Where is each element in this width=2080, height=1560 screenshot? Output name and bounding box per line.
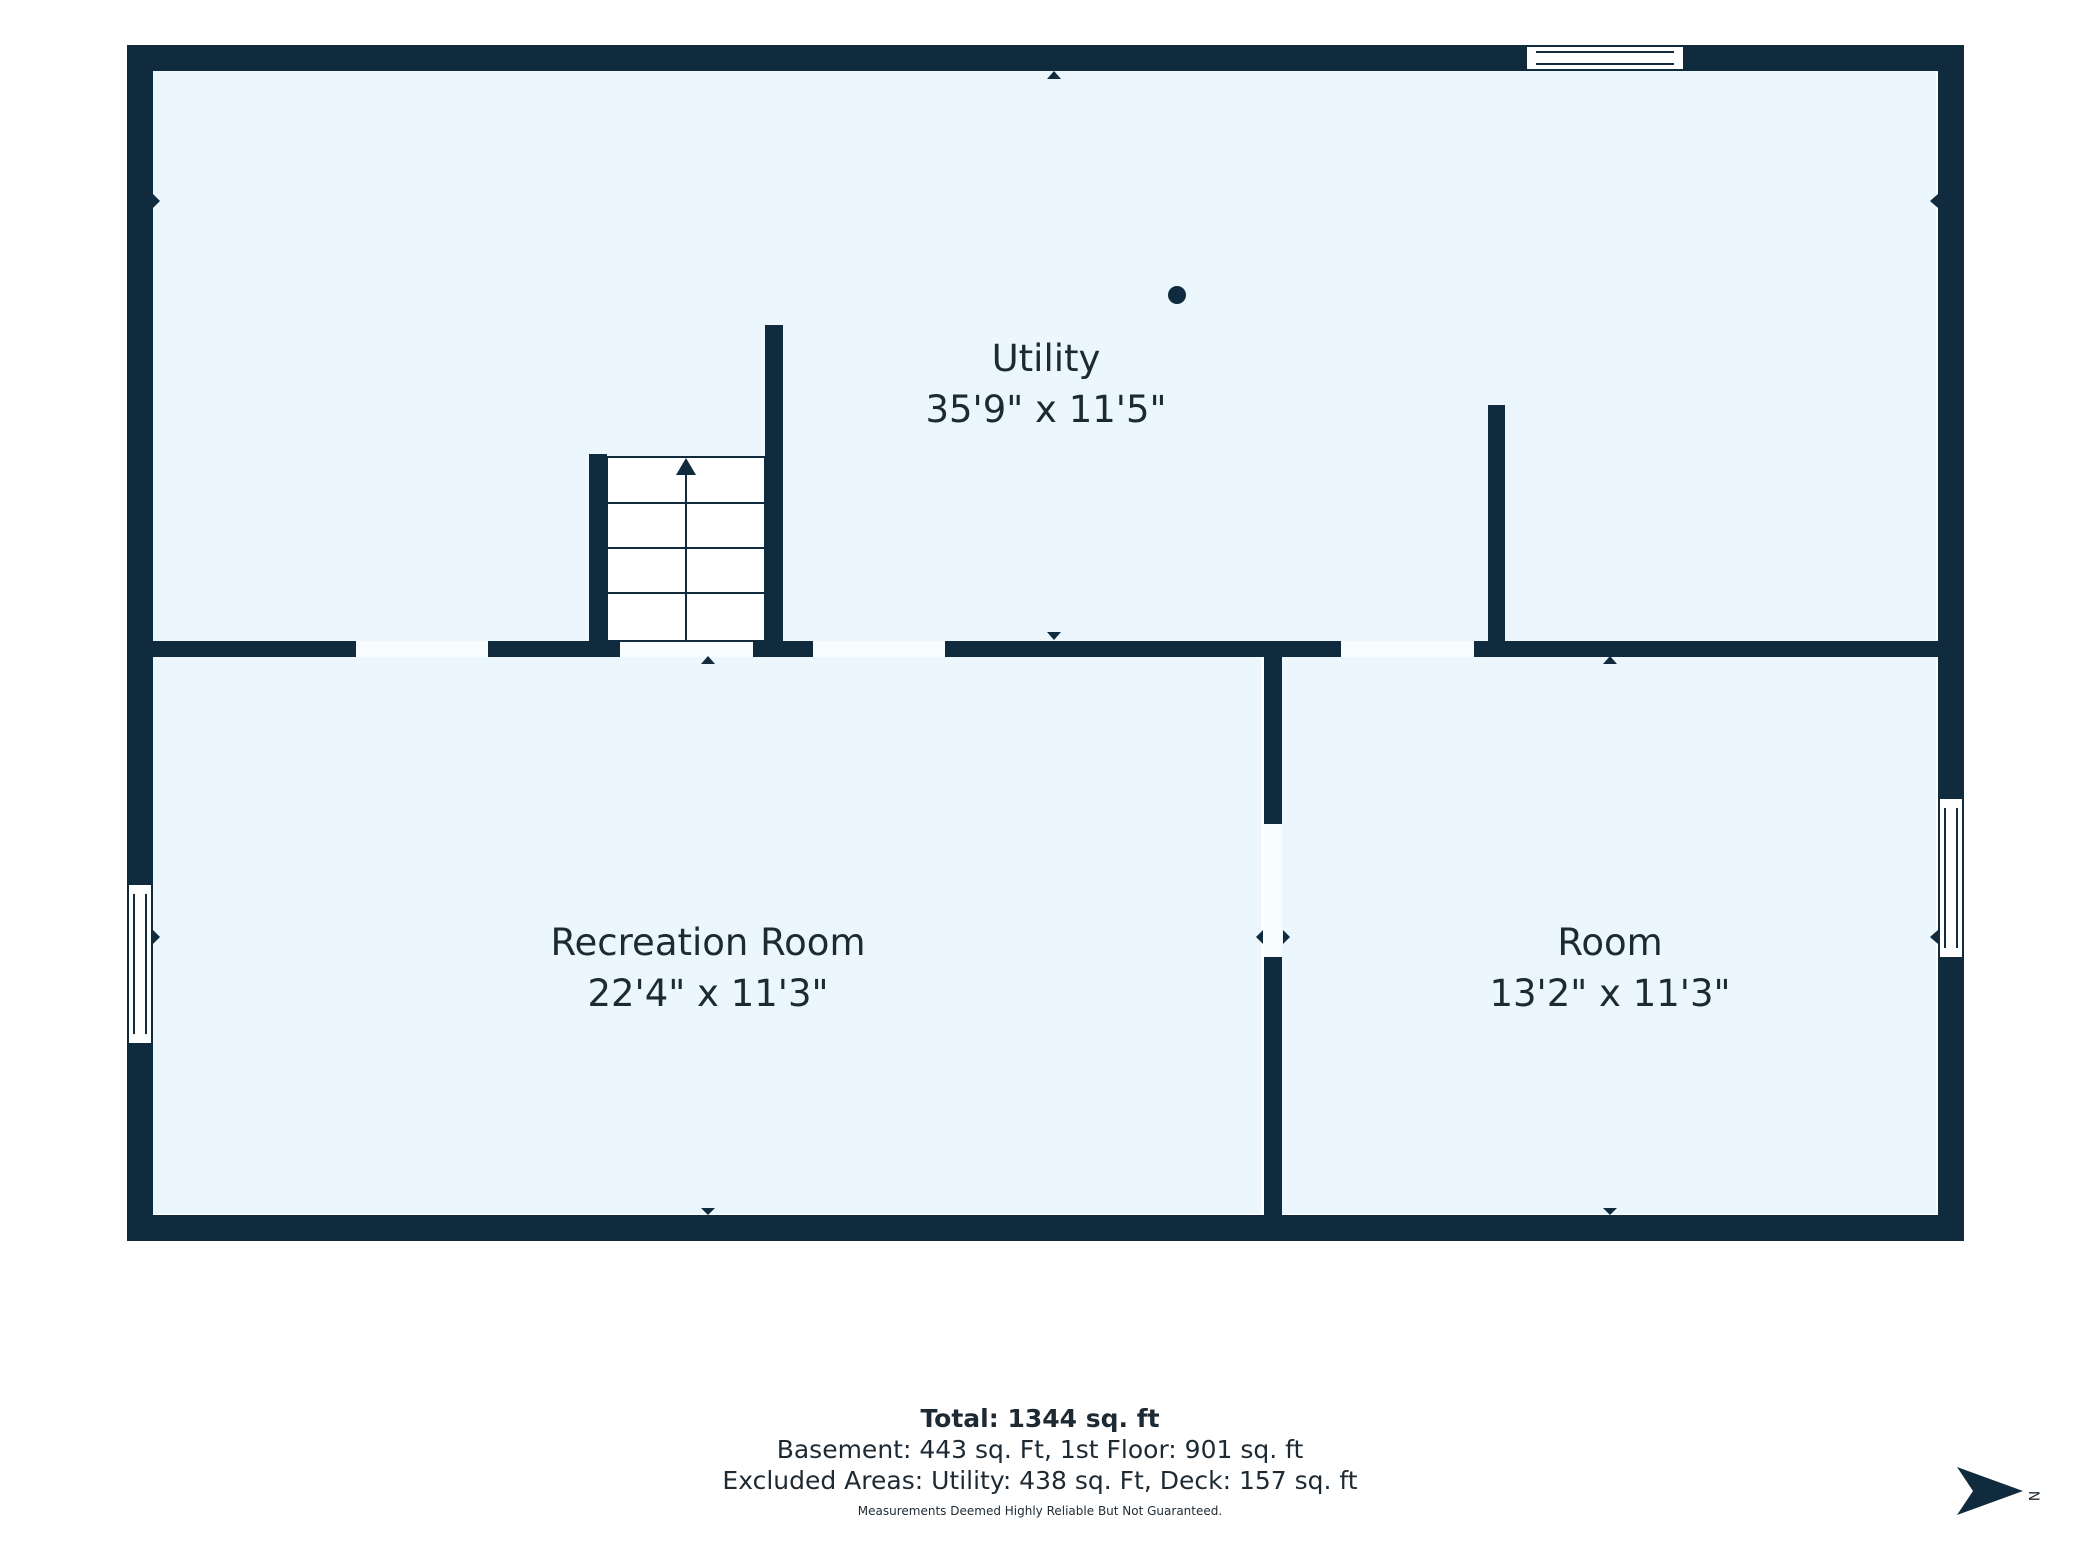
window xyxy=(1938,797,1964,959)
window xyxy=(1525,45,1685,71)
window xyxy=(127,883,153,1045)
stairs xyxy=(606,456,766,642)
dimension-markers xyxy=(153,71,1938,1215)
area-breakdown: Basement: 443 sq. Ft, 1st Floor: 901 sq.… xyxy=(776,1435,1304,1464)
interior-walls xyxy=(152,325,1940,1215)
stair-arrow-icon xyxy=(676,458,696,475)
openings xyxy=(356,641,1474,957)
area-summary: Total: 1344 sq. ft Basement: 443 sq. Ft,… xyxy=(0,1403,2080,1521)
excluded-areas: Excluded Areas: Utility: 438 sq. Ft, Dec… xyxy=(722,1466,1358,1495)
room-dimensions: 13'2" x 11'3" xyxy=(1489,972,1731,1015)
utility-label: Utility 35'9" x 11'5" xyxy=(846,334,1246,436)
recreation-room-floor xyxy=(152,656,1261,1214)
utility-floor xyxy=(152,70,1936,642)
room-dimensions: 22'4" x 11'3" xyxy=(587,972,829,1015)
opening xyxy=(1264,824,1282,957)
total-area: Total: 1344 sq. ft xyxy=(920,1404,1160,1433)
disclaimer: Measurements Deemed Highly Reliable But … xyxy=(857,1504,1223,1518)
room-name: Room xyxy=(1557,921,1663,964)
room-floor xyxy=(1280,656,1936,1214)
room-label: Room 13'2" x 11'3" xyxy=(1410,918,1810,1020)
opening xyxy=(813,641,945,657)
compass-label: N xyxy=(2025,1490,2042,1502)
opening xyxy=(356,641,488,657)
room-dimensions: 35'9" x 11'5" xyxy=(925,388,1167,431)
post-icon xyxy=(1168,286,1186,304)
room-name: Recreation Room xyxy=(550,921,866,964)
opening xyxy=(1341,641,1474,657)
room-name: Utility xyxy=(991,337,1101,380)
north-arrow-icon xyxy=(1957,1467,2023,1515)
recreation-room-label: Recreation Room 22'4" x 11'3" xyxy=(508,918,908,1020)
opening xyxy=(620,641,753,657)
